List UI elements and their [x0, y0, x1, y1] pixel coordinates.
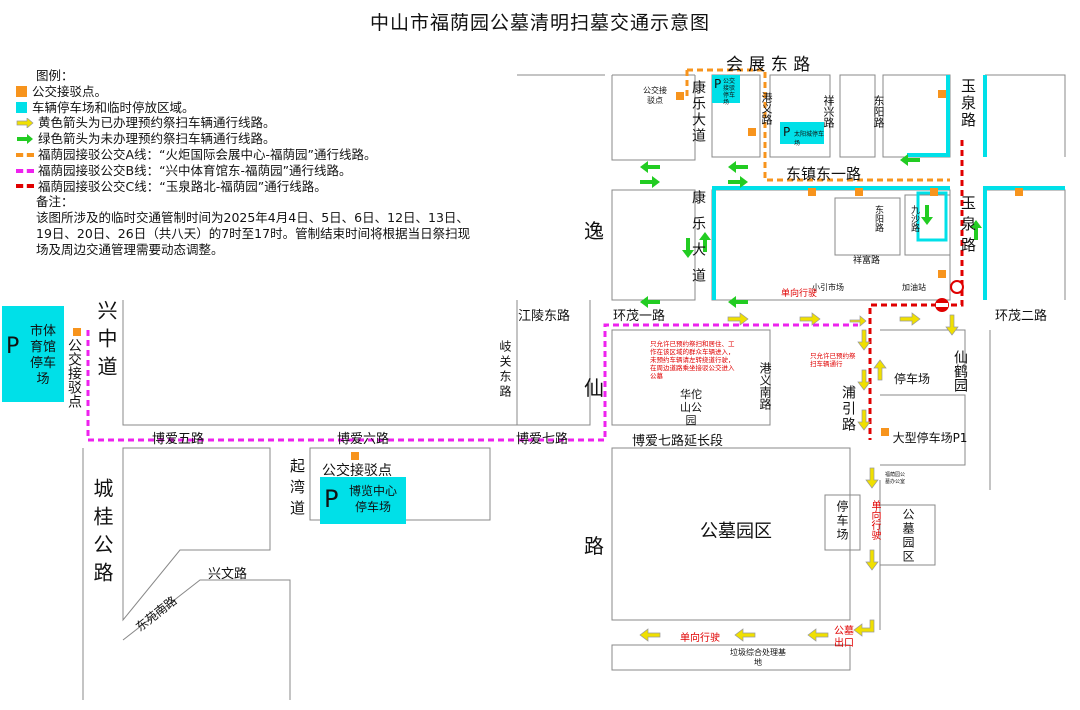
legend-line-b: 福荫园接驳公交B线：“兴中体育馆东-福荫园”通行线路。: [16, 163, 486, 179]
large-parking-p1: 大型停车场P1: [892, 431, 968, 445]
road-qiwan: 起湾道: [288, 458, 306, 521]
road-yuquan2: 玉泉路: [959, 195, 977, 258]
bus-stop-d: [855, 188, 863, 196]
bus-label-xingzhong: 公交接驳点: [66, 338, 82, 408]
road-yixian-1: 逸: [584, 219, 604, 243]
map-title: 中山市福荫园公墓清明扫墓交通示意图: [369, 12, 710, 34]
road-dongzhen: 东镇东一路: [786, 165, 862, 183]
bus-stop-bolan: [351, 452, 359, 460]
legend-heading: 图例：: [36, 68, 74, 83]
bus-label-bolan: 公交接驳点: [322, 463, 392, 479]
road-xiangfu: 祥富路: [853, 256, 881, 266]
road-kangle2: 康乐大道: [690, 190, 706, 294]
remark-heading: 备注：: [36, 194, 74, 210]
road-qiguan: 岐关东路: [498, 340, 512, 400]
bus-stop-g: [938, 90, 946, 98]
cemetery-office: 福荫园公墓办公室: [884, 472, 905, 485]
road-dongyang2: 东阳路: [873, 205, 883, 232]
road-huanmao1: 环茂一路: [613, 309, 666, 324]
note-allow-1: 只允许已预约祭扫和居住、工作在该区域的群众车辆进入，未预约车辆请左转绕道行驶，在…: [650, 340, 735, 380]
note-single-3: 单向行驶: [869, 500, 880, 540]
road-gangyinan: 港义南路: [758, 362, 772, 410]
tingche-v: 停车场: [835, 500, 849, 542]
road-boai6: 博爱六路: [337, 432, 390, 447]
bus-stop-e: [930, 188, 938, 196]
xiaoyin-market: 小引市场: [812, 283, 844, 292]
legend: 图例： 公交接驳点。 车辆停车场和临时停放区域。 黄色箭头为已办理预约祭扫车辆通…: [16, 68, 486, 258]
road-xingwen: 兴文路: [208, 567, 248, 582]
bolan-parking: P 博览中心停车场: [320, 477, 406, 524]
huatuo-park: 华佗山公园: [680, 388, 702, 427]
road-boai7ext: 博爱七路延长段: [632, 434, 724, 449]
legend-green-arrow: 绿色箭头为未办理预约祭扫车辆通行线路。: [16, 131, 486, 147]
tingche-small: 停车场: [894, 372, 931, 386]
legend-parking: 车辆停车场和临时停放区域。: [16, 100, 486, 116]
bus-stop-xingzhong: [73, 328, 81, 336]
road-boai5: 博爱五路: [152, 432, 205, 447]
bus-label-small: 公交接驳点: [643, 86, 667, 105]
tiyuguan-parking: P 市体育馆停车场: [2, 306, 64, 402]
road-boai7: 博爱七路: [516, 432, 569, 447]
gongmu-small: 公墓园区: [901, 508, 915, 564]
legend-yellow-arrow: 黄色箭头为已办理预约祭扫车辆通行线路。: [16, 115, 486, 131]
note-single-1: 单向行驶: [781, 289, 818, 299]
road-xiangxing: 祥兴路: [822, 95, 835, 128]
bus-stop-f: [1015, 188, 1023, 196]
road-kangle1: 康乐大道: [690, 80, 706, 144]
bus-stop-a: [676, 92, 684, 100]
road-yixian-2: 仙: [584, 376, 604, 400]
legend-line-c: 福荫园接驳公交C线：“玉泉路北-福荫园”通行线路。: [16, 179, 486, 195]
road-yuquan1: 玉泉路: [959, 78, 977, 129]
bus-stop-c: [808, 188, 816, 196]
note-allow-2: 只允许已预约祭扫车辆通行: [810, 352, 856, 368]
gas-station: 加油站: [902, 283, 926, 292]
road-puyin: 浦引路: [840, 385, 856, 433]
legend-line-a: 福荫园接驳公交A线：“火炬国际会展中心-福荫园”通行线路。: [16, 147, 486, 163]
road-huizhan: 会 展 东 路: [726, 55, 811, 75]
road-jiangling: 江陵东路: [518, 309, 571, 324]
road-xingzhong: 兴中道: [94, 300, 118, 384]
gongmu-main: 公墓园区: [700, 521, 772, 542]
laji-base: 垃圾综合处理基地: [730, 648, 786, 667]
road-chenggui: 城桂公路: [90, 478, 114, 590]
road-yixian-3: 路: [584, 534, 604, 558]
note-exit: 公墓出口: [834, 626, 854, 649]
bus-stop-b: [748, 128, 756, 136]
road-dongyang: 东阳路: [872, 95, 885, 128]
road-jiusha: 九沙路: [909, 205, 919, 232]
road-xianhe: 仙鹤园: [952, 350, 968, 392]
bus-stop-h: [938, 270, 946, 278]
note-single-2: 单向行驶: [680, 633, 720, 644]
legend-bus-stop: 公交接驳点。: [16, 84, 486, 100]
remark-text: 该图所涉及的临时交通管制时间为2025年4月4日、5日、6日、12日、13日、1…: [36, 210, 471, 257]
road-gangyi: 港义路: [760, 92, 773, 125]
bus-stop-i: [881, 428, 889, 436]
road-huanmao2: 环茂二路: [995, 309, 1048, 324]
